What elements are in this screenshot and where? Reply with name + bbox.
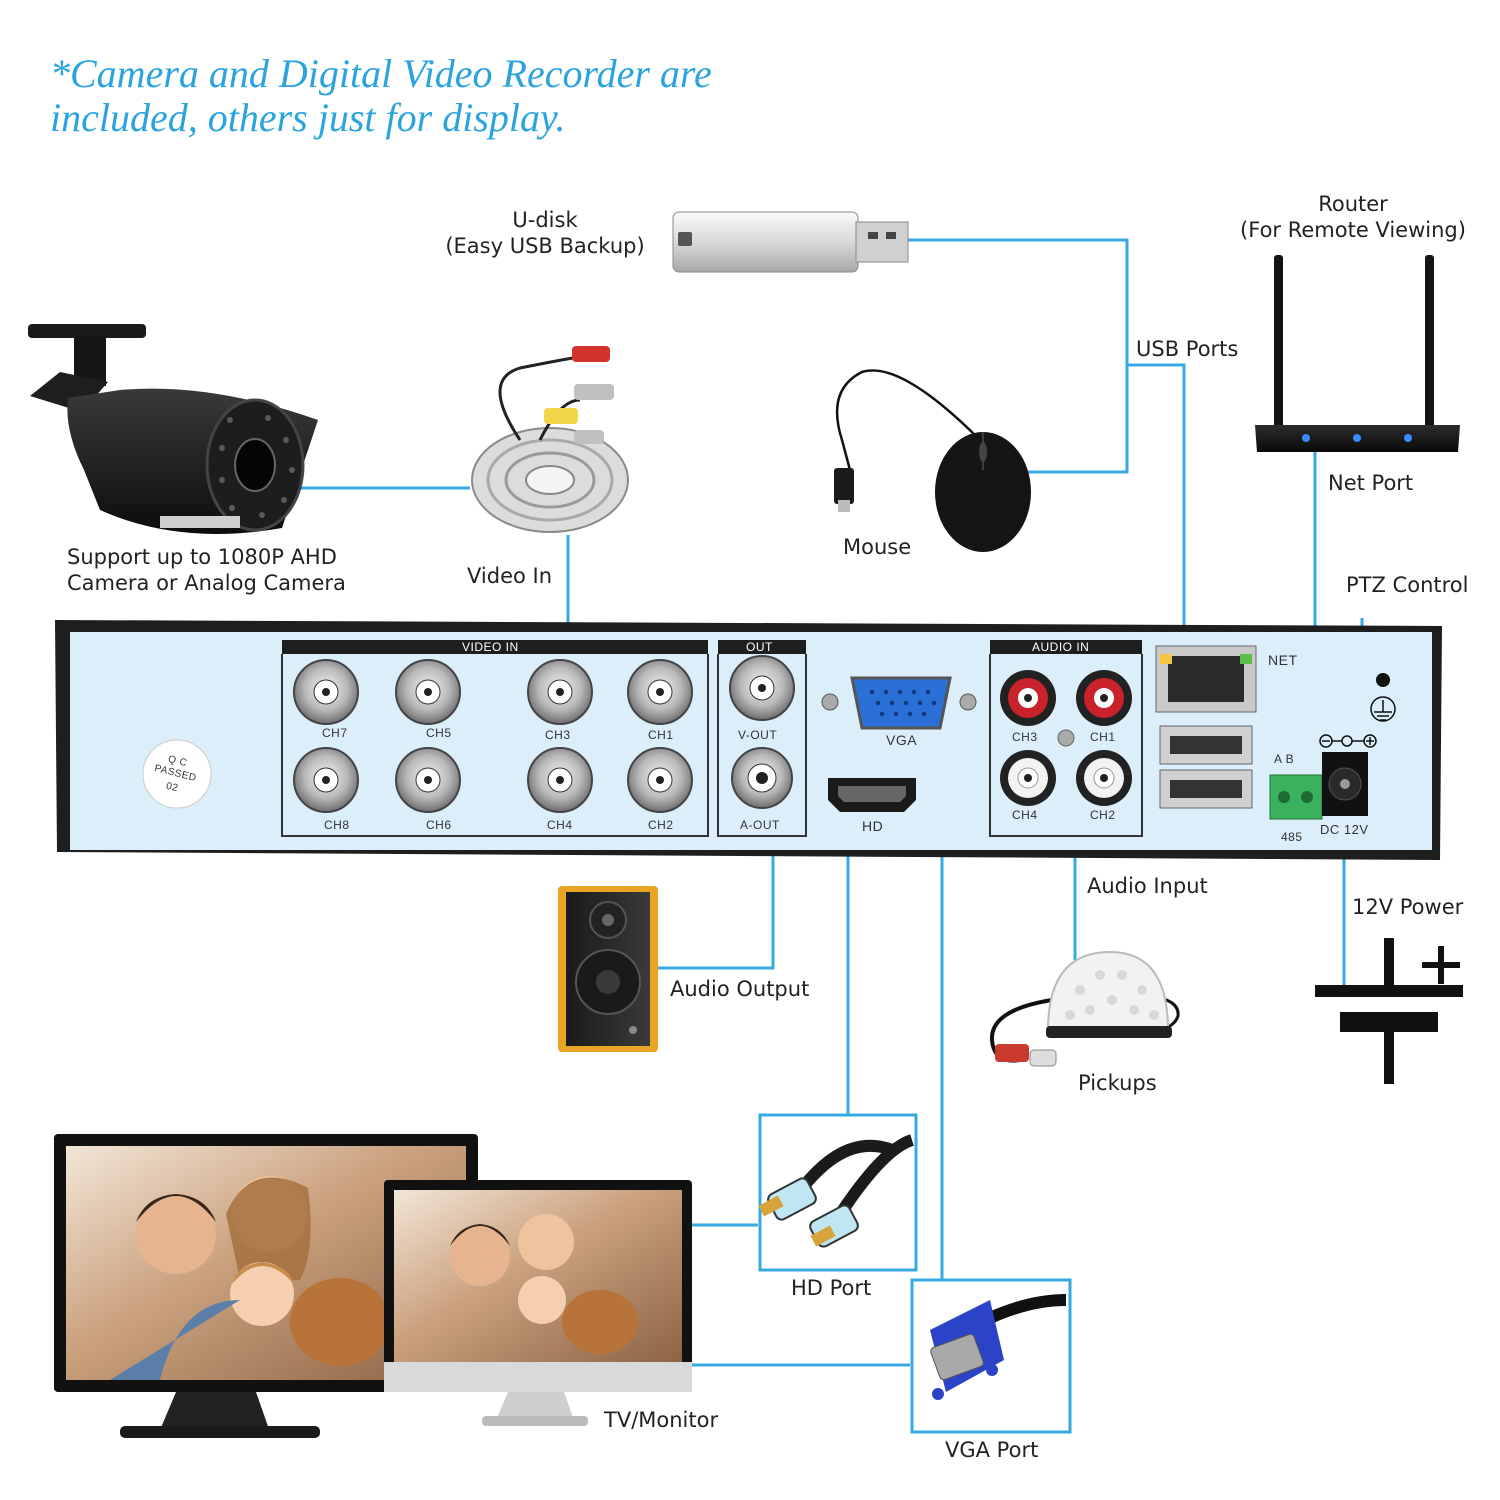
mouse-image: [834, 369, 1031, 552]
power-label: 12V Power: [1352, 895, 1464, 919]
bnc-label-ch8: CH8: [324, 818, 350, 832]
audio-in-header: AUDIO IN: [1032, 640, 1090, 654]
bnc-label-ch4: CH4: [547, 818, 573, 832]
out-header: OUT: [746, 640, 773, 654]
video-in-label: Video In: [467, 564, 553, 588]
router-label: Router (For Remote Viewing): [1228, 191, 1478, 243]
router-label-line-1: Router: [1318, 192, 1388, 216]
pickups-label: Pickups: [1078, 1071, 1157, 1095]
camera-label: Support up to 1080P AHD Camera or Analog…: [67, 544, 346, 596]
router-label-line-2: (For Remote Viewing): [1240, 218, 1466, 242]
video-in-header: VIDEO IN: [462, 640, 519, 654]
udisk-image: [672, 211, 909, 273]
wire-usb-ports: [1127, 363, 1186, 722]
audio-input-label: Audio Input: [1087, 874, 1208, 898]
camera-label-line-1: Support up to 1080P AHD: [67, 545, 337, 569]
bnc-label-ch2: CH2: [648, 818, 674, 832]
hd-port-label: HD Port: [791, 1276, 872, 1300]
vga-port-box: [910, 1278, 1072, 1434]
hdmi-cable-image: [758, 1134, 915, 1248]
camera-label-line-2: Camera or Analog Camera: [67, 571, 346, 595]
bnc-label-ch3: CH3: [545, 728, 571, 742]
udisk-label: U-disk (Easy USB Backup): [420, 207, 670, 259]
vga-port-label: VGA Port: [945, 1438, 1039, 1462]
dc-12v-label: DC 12V: [1320, 822, 1369, 837]
mouse-label: Mouse: [843, 535, 912, 559]
hd-port-box: [758, 1113, 918, 1272]
rs485-label: 485: [1281, 830, 1303, 844]
net-port-label: Net Port: [1328, 471, 1414, 495]
bnc-label-ch5: CH5: [426, 726, 452, 740]
bnc-label-ch7: CH7: [322, 726, 348, 740]
camera-image: [28, 324, 318, 534]
ab-label: A B: [1274, 752, 1295, 766]
bnc-cable-image: [471, 346, 629, 533]
bnc-connectors: [293, 655, 795, 813]
pickup-microphone-image: [989, 950, 1180, 1067]
vga-panel-label: VGA: [886, 732, 918, 748]
udisk-label-line-2: (Easy USB Backup): [445, 234, 645, 258]
headline-line-2: included, others just for display.: [50, 95, 566, 140]
dc-power-symbol: [1315, 938, 1463, 1084]
audio-label-ch1: CH1: [1090, 730, 1116, 744]
audio-label-ch3: CH3: [1012, 730, 1038, 744]
udisk-label-line-1: U-disk: [512, 208, 578, 232]
hd-panel-label: HD: [862, 818, 884, 834]
audio-label-ch2: CH2: [1090, 808, 1116, 822]
router-image: [1255, 255, 1460, 452]
vga-cable-image: [930, 1294, 1067, 1400]
audio-output-label: Audio Output: [670, 977, 810, 1001]
dvr-back-panel: [55, 620, 1442, 860]
ptz-control-label: PTZ Control: [1346, 573, 1469, 597]
audio-label-ch4: CH4: [1012, 808, 1038, 822]
headline: *Camera and Digital Video Recorder are i…: [50, 52, 712, 140]
bnc-label-ch1: CH1: [648, 728, 674, 742]
net-panel-label: NET: [1268, 652, 1298, 668]
speaker-image: [558, 886, 658, 1052]
wire-udisk-mouse: [908, 238, 1129, 474]
tv-monitor-image: [54, 1134, 692, 1438]
tv-monitor-label: TV/Monitor: [604, 1408, 719, 1432]
usb-ports-label: USB Ports: [1136, 337, 1239, 361]
v-out-label: V-OUT: [738, 728, 778, 742]
a-out-label: A-OUT: [740, 818, 780, 832]
headline-line-1: *Camera and Digital Video Recorder are: [50, 51, 712, 96]
bnc-label-ch6: CH6: [426, 818, 452, 832]
